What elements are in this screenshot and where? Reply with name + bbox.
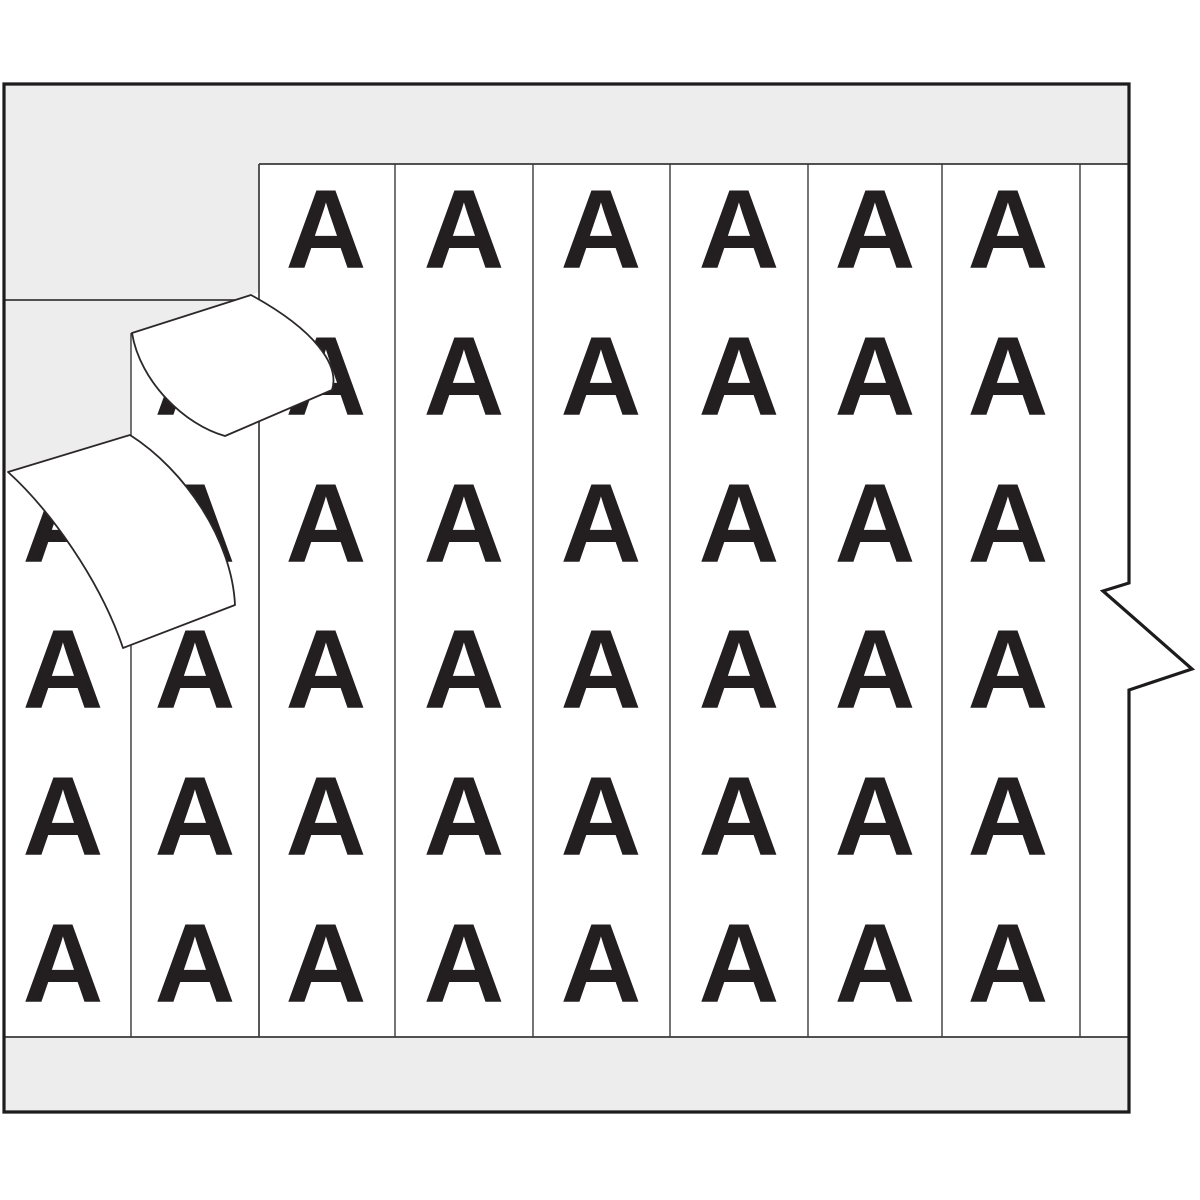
marker-letter: A	[968, 754, 1049, 879]
peeled-label-lower	[7, 434, 236, 649]
marker-letter: A	[23, 754, 104, 879]
marker-letter: A	[835, 901, 916, 1026]
marker-letter: A	[286, 461, 367, 586]
marker-letter: A	[835, 754, 916, 879]
marker-letter: A	[968, 167, 1049, 292]
marker-letter: A	[286, 167, 367, 292]
marker-letter: A	[699, 607, 780, 732]
marker-letter: A	[286, 901, 367, 1026]
marker-letter: A	[699, 314, 780, 439]
marker-letter: A	[561, 607, 642, 732]
marker-letter: A	[699, 754, 780, 879]
marker-letter: A	[699, 167, 780, 292]
marker-letter: A	[968, 461, 1049, 586]
marker-letter: A	[424, 901, 505, 1026]
marker-letter: A	[23, 607, 104, 732]
strip-block-main	[259, 164, 1129, 1037]
marker-letter: A	[424, 167, 505, 292]
marker-letter: A	[155, 754, 236, 879]
marker-letter: A	[561, 167, 642, 292]
marker-letter: A	[835, 607, 916, 732]
marker-letter: A	[561, 901, 642, 1026]
marker-letter: A	[699, 461, 780, 586]
marker-letter: A	[699, 901, 780, 1026]
marker-letter: A	[835, 461, 916, 586]
marker-letter: A	[561, 461, 642, 586]
marker-letter: A	[286, 607, 367, 732]
marker-letter: A	[155, 901, 236, 1026]
letters-layer: AAAAAAAAAAAAAAAAAAAAAAAAAAAAAAAAAAAAAAAA…	[23, 167, 1049, 1026]
marker-letter: A	[23, 901, 104, 1026]
marker-letter: A	[561, 754, 642, 879]
marker-letter: A	[424, 461, 505, 586]
marker-letter: A	[286, 754, 367, 879]
marker-letter: A	[424, 754, 505, 879]
marker-letter: A	[835, 314, 916, 439]
marker-letter: A	[424, 607, 505, 732]
marker-letter: A	[968, 901, 1049, 1026]
marker-letter: A	[835, 167, 916, 292]
marker-letter: A	[561, 314, 642, 439]
marker-letter: A	[424, 314, 505, 439]
peeled-label-upper	[131, 294, 335, 437]
marker-letter: A	[968, 607, 1049, 732]
marker-letter: A	[968, 314, 1049, 439]
card-outline-pull-tab	[2, 82, 1196, 1114]
